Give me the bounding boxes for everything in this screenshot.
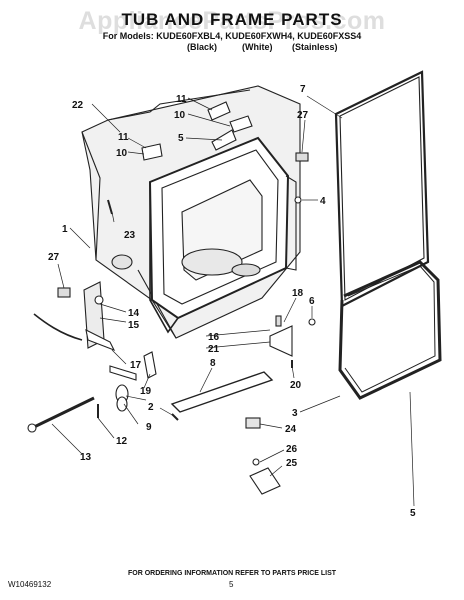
watermark: AppliancePartsPros.com <box>78 7 386 35</box>
callout-16: 16 <box>208 332 220 343</box>
callout-23: 23 <box>124 230 136 241</box>
callout-15: 15 <box>128 320 140 331</box>
callout-2: 2 <box>148 402 154 413</box>
callout-22: 24 <box>285 424 297 435</box>
callout-18: 17 <box>130 360 142 371</box>
callout-10-left: 10 <box>116 148 128 159</box>
variant-white: (White) <box>242 42 273 52</box>
callout-20: 21 <box>208 344 220 355</box>
callout-6: 6 <box>309 296 315 307</box>
callout-5-bottom: 5 <box>410 508 416 519</box>
callout-labels: 22 1 11 10 11 10 5 7 27 4 23 27 14 15 17… <box>48 84 416 519</box>
tub-and-frame-illustration <box>27 70 442 507</box>
callout-13: 13 <box>80 452 92 463</box>
callout-7: 7 <box>300 84 306 95</box>
callout-19: 20 <box>290 380 302 391</box>
callout-9: 9 <box>146 422 152 433</box>
callout-3: 3 <box>292 408 298 419</box>
callout-27-left: 27 <box>48 252 60 263</box>
callout-4: 4 <box>320 196 326 207</box>
callout-27-right: 27 <box>297 110 309 121</box>
callout-14: 14 <box>128 308 140 319</box>
callout-17: 18 <box>292 288 304 299</box>
page-number: 5 <box>229 580 234 589</box>
callout-25: 25 <box>286 458 298 469</box>
ordering-note: FOR ORDERING INFORMATION REFER TO PARTS … <box>127 570 337 577</box>
document-number: W10469132 <box>8 580 52 589</box>
callout-5-top: 5 <box>178 133 184 144</box>
variant-black: (Black) <box>187 42 218 52</box>
callout-24: 22 <box>72 100 84 111</box>
callout-12: 12 <box>116 436 128 447</box>
callout-1: 1 <box>62 224 68 235</box>
callout-21: 19 <box>140 386 152 397</box>
diagram-title: TUB AND FRAME PARTS <box>121 10 343 29</box>
callout-26: 26 <box>286 444 298 455</box>
callout-8: 8 <box>210 358 216 369</box>
variant-stainless: (Stainless) <box>292 42 338 52</box>
models-line: For Models: KUDE60FXBL4, KUDE60FXWH4, KU… <box>102 31 362 41</box>
callout-11-left: 11 <box>118 132 129 143</box>
callout-11-top: 11 <box>176 94 187 105</box>
callout-10-top: 10 <box>174 110 186 121</box>
